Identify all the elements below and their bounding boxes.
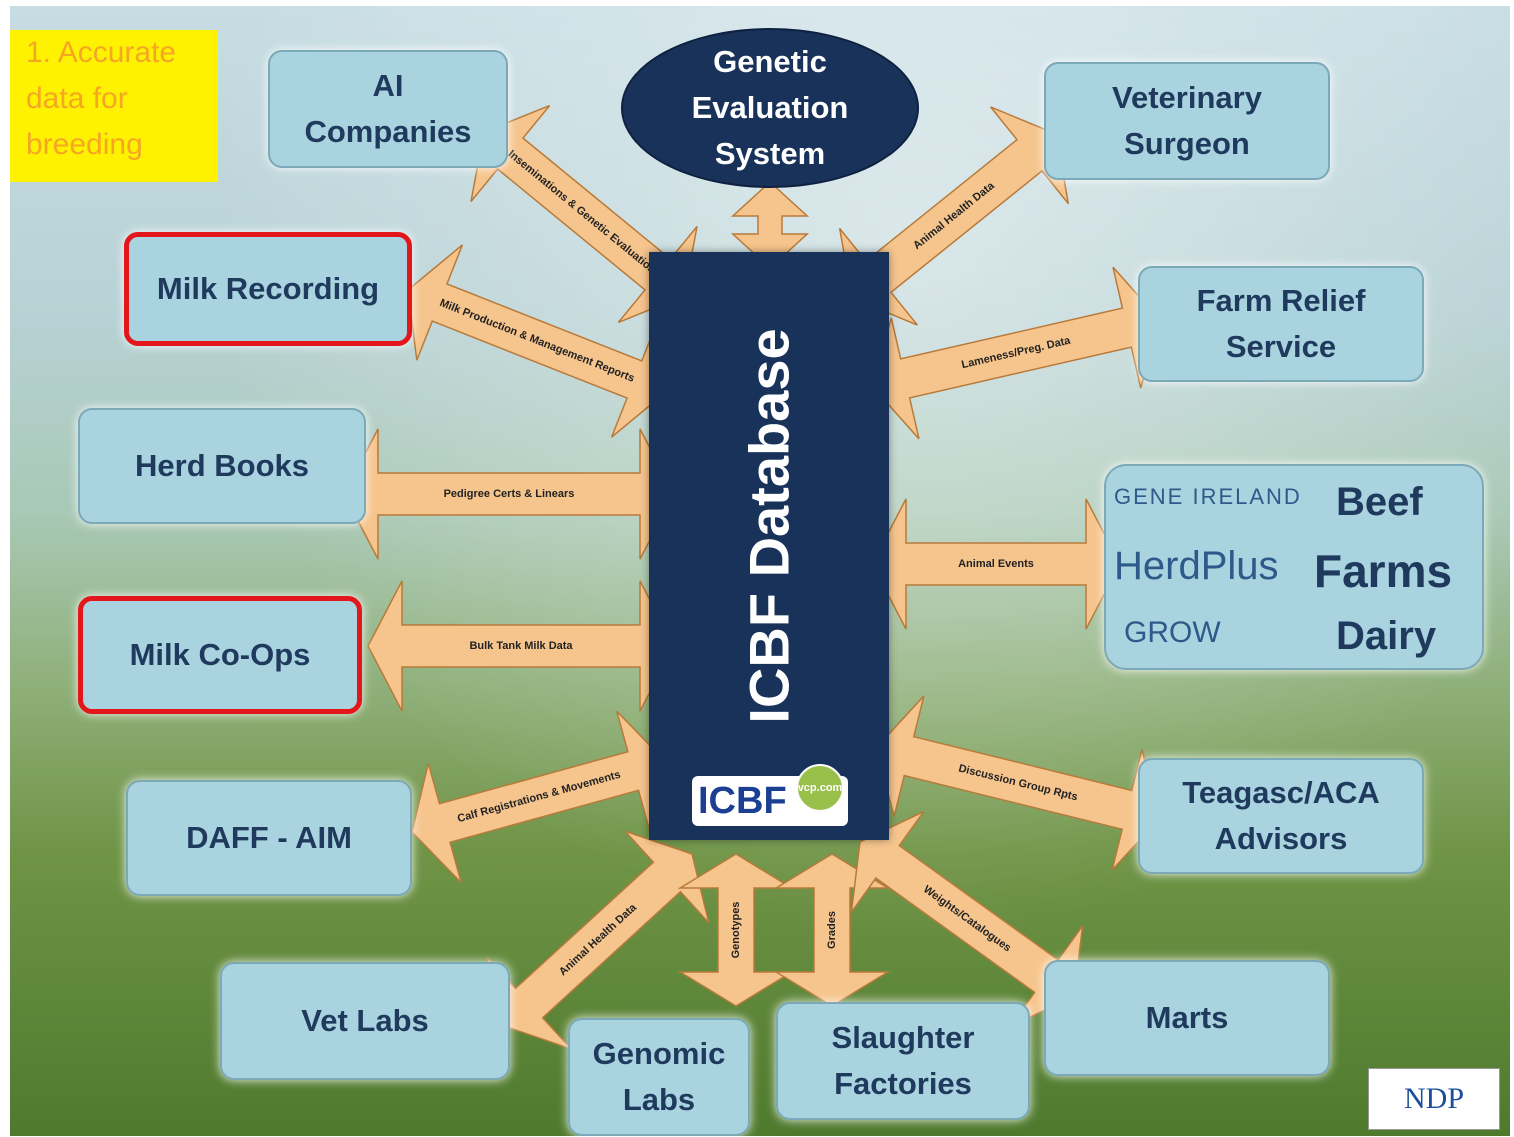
node-herd-books: Herd Books — [78, 408, 366, 524]
farms-arrow-label: Animal Events — [958, 558, 1034, 570]
node-milk-coops: Milk Co-Ops — [78, 596, 362, 714]
herd-books-arrow-label: Pedigree Certs & Linears — [444, 488, 575, 500]
org-gene-ireland: GENE IRELAND — [1114, 484, 1302, 509]
org-grow: GROW — [1124, 616, 1221, 649]
marts-arrow — [850, 810, 1084, 1028]
genomic-arrow-label: Genotypes — [730, 902, 742, 959]
node-daff-aim: DAFF - AIM — [126, 780, 412, 896]
category-beef: Beef — [1336, 480, 1423, 524]
icbf-logo: ICBF vcp.com — [692, 764, 848, 826]
category-farms: Farms — [1314, 545, 1453, 597]
node-farm-relief-service: Farm Relief Service — [1138, 266, 1424, 382]
node-ai-companies: AI Companies — [268, 50, 508, 168]
milk-coops-arrow-label: Bulk Tank Milk Data — [469, 640, 573, 652]
icbf-logo-text: ICBF — [698, 779, 787, 822]
node-genomic-labs: Genomic Labs — [568, 1018, 750, 1136]
genetic-evaluation-system: Genetic Evaluation System — [621, 28, 919, 188]
icbf-database-panel — [649, 252, 889, 840]
slaughter-arrow — [773, 853, 891, 1007]
node-milk-recording: Milk Recording — [124, 232, 412, 346]
node-marts: Marts — [1044, 960, 1330, 1076]
icbf-logo-sub: vcp.com — [796, 764, 844, 812]
ai-companies-arrow-label: Inseminations & Genetic Evaluations — [506, 148, 663, 280]
genomic-arrow — [677, 853, 795, 1007]
node-farms-group: GENE IRELAND HerdPlus GROW Beef Farms Da… — [1104, 464, 1484, 670]
slaughter-arrow-label: Grades — [826, 911, 838, 949]
icbf-database-title: ICBF Database — [737, 328, 801, 724]
milk-recording-arrow-label: Milk Production & Management Reports — [438, 297, 636, 385]
ndp-logo: NDP — [1368, 1068, 1500, 1130]
node-veterinary-surgeon: Veterinary Surgeon — [1044, 62, 1330, 180]
category-dairy: Dairy — [1336, 614, 1437, 658]
node-teagasc-aca-advisors: Teagasc/ACA Advisors — [1138, 758, 1424, 874]
note-accurate-data: 1. Accurate data for breeding — [10, 30, 218, 182]
org-herdplus: HerdPlus — [1114, 544, 1279, 588]
node-slaughter-factories: Slaughter Factories — [776, 1002, 1030, 1120]
node-vet-labs: Vet Labs — [220, 962, 510, 1080]
